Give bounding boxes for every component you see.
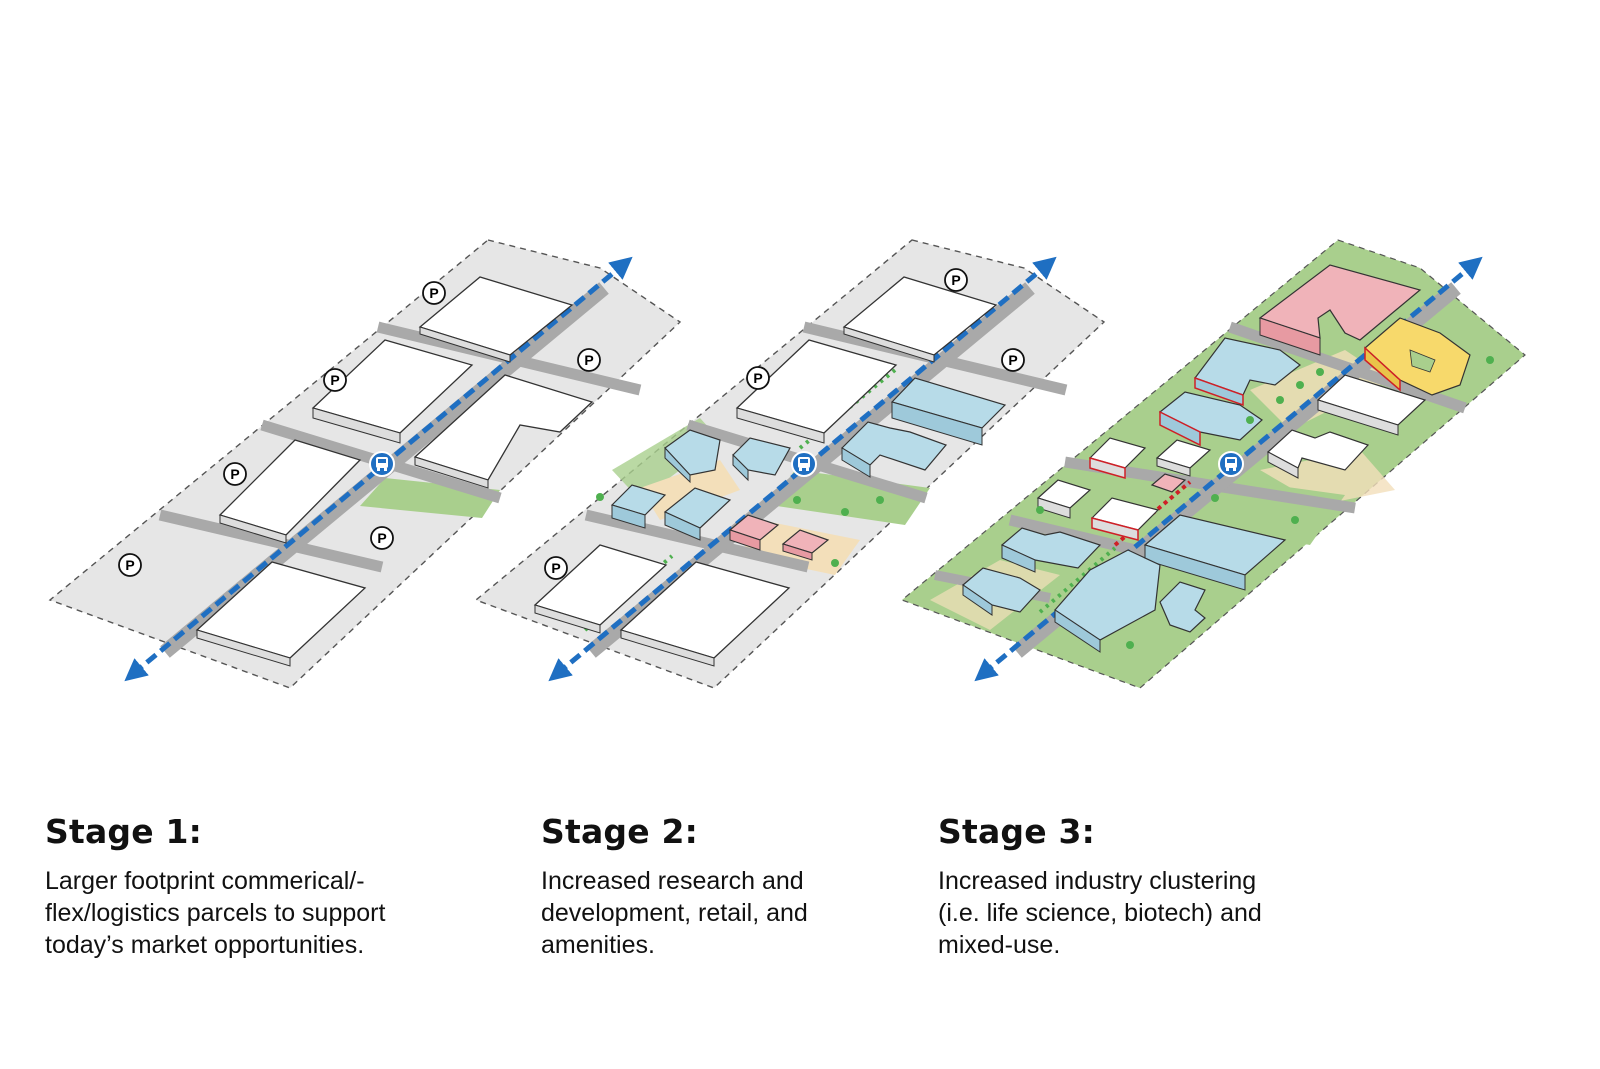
tree-icon	[1296, 381, 1304, 389]
stages-diagram: P P P P P P	[48, 239, 1526, 689]
white-building	[1036, 479, 1092, 519]
research-building	[1159, 581, 1206, 633]
svg-text:P: P	[1008, 352, 1017, 368]
tree-icon	[1316, 368, 1324, 376]
tree-icon	[841, 508, 849, 516]
white-building	[533, 544, 668, 634]
parking-icon: P	[544, 556, 568, 580]
svg-text:P: P	[551, 560, 560, 576]
white-building	[1316, 374, 1427, 436]
white-building	[311, 339, 474, 444]
tree-icon	[1211, 494, 1219, 502]
stage-3-caption: Stage 3: Increased industry clustering (…	[938, 812, 1378, 961]
research-building	[1194, 337, 1301, 407]
parking-icon: P	[370, 526, 394, 550]
stage-1-caption: Stage 1: Larger footprint commerical/- f…	[45, 812, 485, 961]
svg-text:P: P	[951, 272, 960, 288]
bus-icon	[791, 451, 817, 477]
parking-icon: P	[1001, 348, 1025, 372]
parking-icon: P	[223, 462, 247, 486]
tree-icon	[1246, 416, 1254, 424]
research-building	[732, 437, 791, 482]
stage-2-description-text: Increased research and development, reta…	[541, 867, 808, 959]
tree-icon	[831, 559, 839, 567]
parking-icon: P	[422, 281, 446, 305]
parking-icon: P	[944, 268, 968, 292]
svg-text:P: P	[330, 372, 339, 388]
svg-text:P: P	[230, 466, 239, 482]
white-building	[218, 439, 362, 544]
stage-2-title: Stage 2:	[541, 812, 699, 851]
retail-building	[781, 529, 830, 561]
retail-building	[1150, 473, 1187, 493]
tree-icon	[596, 493, 604, 501]
white-building	[735, 339, 898, 444]
white-building	[1155, 439, 1212, 477]
tree-icon	[1486, 356, 1494, 364]
white-building	[418, 276, 574, 363]
tree-icon	[876, 496, 884, 504]
white-building	[1090, 497, 1160, 541]
stage-1-description: Larger footprint commerical/- flex/logis…	[45, 865, 485, 961]
tree-icon	[1291, 516, 1299, 524]
white-building	[413, 374, 594, 489]
stage-1-title: Stage 1:	[45, 812, 203, 851]
svg-text:P: P	[125, 557, 134, 573]
retail-building	[728, 514, 780, 551]
transit-line-arrow	[124, 256, 633, 682]
stage-3-description-text: Increased industry clustering (i.e. life…	[938, 867, 1262, 959]
parking-icon: P	[577, 348, 601, 372]
research-building	[1000, 527, 1102, 573]
research-building	[1143, 514, 1287, 591]
stage-3-description: Increased industry clustering (i.e. life…	[938, 865, 1378, 961]
svg-text:P: P	[584, 352, 593, 368]
white-building	[195, 561, 367, 667]
research-building	[610, 484, 667, 529]
tree-icon	[1276, 396, 1284, 404]
stage-3-title: Stage 3:	[938, 812, 1096, 851]
white-building	[1088, 437, 1147, 479]
white-building	[619, 561, 791, 667]
tree-icon	[1036, 506, 1044, 514]
stage-2-diagram: P P P P	[474, 239, 1106, 689]
parking-icon: P	[746, 366, 770, 390]
transit-line-arrow	[548, 256, 1057, 682]
research-building	[841, 421, 948, 478]
svg-text:P: P	[429, 285, 438, 301]
research-building	[663, 487, 732, 541]
bus-icon	[1218, 451, 1244, 477]
tree-icon	[793, 496, 801, 504]
bus-icon	[369, 451, 395, 477]
stage-2-caption: Stage 2: Increased research and developm…	[541, 812, 981, 961]
stage-1-description-text: Larger footprint commerical/- flex/logis…	[45, 867, 386, 959]
research-building	[1158, 391, 1263, 447]
mixed-use-building	[1364, 317, 1471, 396]
retail-building	[1258, 264, 1422, 356]
svg-text:P: P	[753, 370, 762, 386]
white-building	[1266, 429, 1370, 479]
research-building	[962, 567, 1041, 616]
svg-text:P: P	[377, 530, 386, 546]
tree-icon	[1126, 641, 1134, 649]
research-building	[1054, 549, 1161, 653]
research-building	[664, 429, 721, 484]
parking-icon: P	[323, 368, 347, 392]
parking-icon: P	[118, 553, 142, 577]
stage-3-diagram	[900, 239, 1526, 689]
stage-1-diagram: P P P P P P	[48, 239, 682, 689]
stage-2-description: Increased research and development, reta…	[541, 865, 981, 961]
